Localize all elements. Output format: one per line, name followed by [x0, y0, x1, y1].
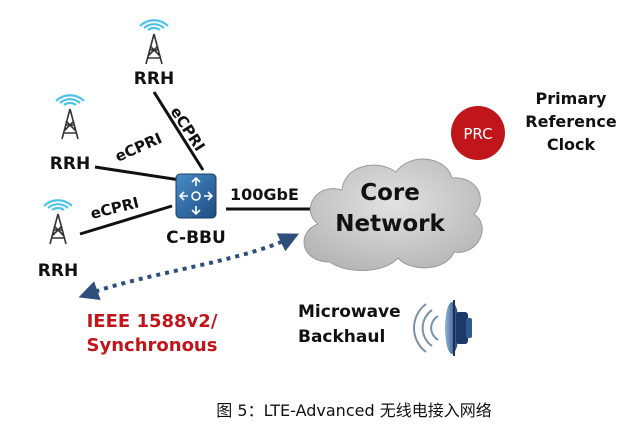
rrh-tower-bottom: RRH: [38, 199, 78, 281]
bbu-box-icon: [175, 173, 217, 219]
core-network-cloud: Core Network: [303, 158, 483, 272]
core-label-line2: Network: [335, 211, 445, 237]
rrh-label-middle: RRH: [50, 154, 90, 174]
prc-badge-label: PRC: [463, 125, 492, 143]
signal-waves-icon: [55, 94, 85, 106]
antenna-tower-icon: [145, 33, 163, 65]
signal-waves-icon: [43, 199, 73, 211]
prc-clock: PRC Primary Reference Clock: [451, 89, 617, 160]
rrh-label-top: RRH: [134, 69, 174, 89]
core-label-line1: Core: [360, 180, 420, 206]
microwave-signal-icon: [413, 303, 439, 353]
bbu-arrows-icon: [178, 176, 214, 216]
prc-label-line2: Reference: [525, 112, 617, 131]
ecpri-label-2: eCPRI: [112, 129, 164, 166]
prc-badge: [451, 106, 505, 160]
uplink-label: 100GbE: [230, 185, 299, 204]
microwave-label-line1: Microwave: [298, 302, 401, 322]
cloud-shape-icon: [303, 158, 483, 272]
link-rrh3-bbu: [79, 204, 173, 236]
figure-caption: 图 5：LTE-Advanced 无线电接入网络: [216, 401, 491, 420]
sync-dotted-arrow: [78, 233, 300, 301]
prc-label-line3: Clock: [547, 135, 596, 154]
link-rrh1-bbu: [152, 91, 205, 171]
link-rrh2-bbu: [94, 165, 181, 182]
signal-waves-icon: [139, 19, 169, 31]
sync-label-line1: IEEE 1588v2/: [87, 311, 218, 332]
prc-label-line1: Primary: [536, 89, 607, 108]
rrh-tower-top: RRH: [134, 19, 174, 89]
microwave-backhaul: Microwave Backhaul: [298, 300, 472, 356]
antenna-tower-icon: [49, 213, 67, 245]
c-bbu-unit: C-BBU: [166, 173, 226, 248]
rrh-label-bottom: RRH: [38, 261, 78, 281]
microwave-label-line2: Backhaul: [298, 327, 385, 347]
rrh-tower-middle: RRH: [50, 94, 90, 174]
antenna-tower-icon: [61, 108, 79, 140]
sync-label-line2: Synchronous: [87, 335, 218, 356]
microwave-dish-icon: [445, 300, 472, 356]
bbu-label: C-BBU: [166, 228, 226, 248]
